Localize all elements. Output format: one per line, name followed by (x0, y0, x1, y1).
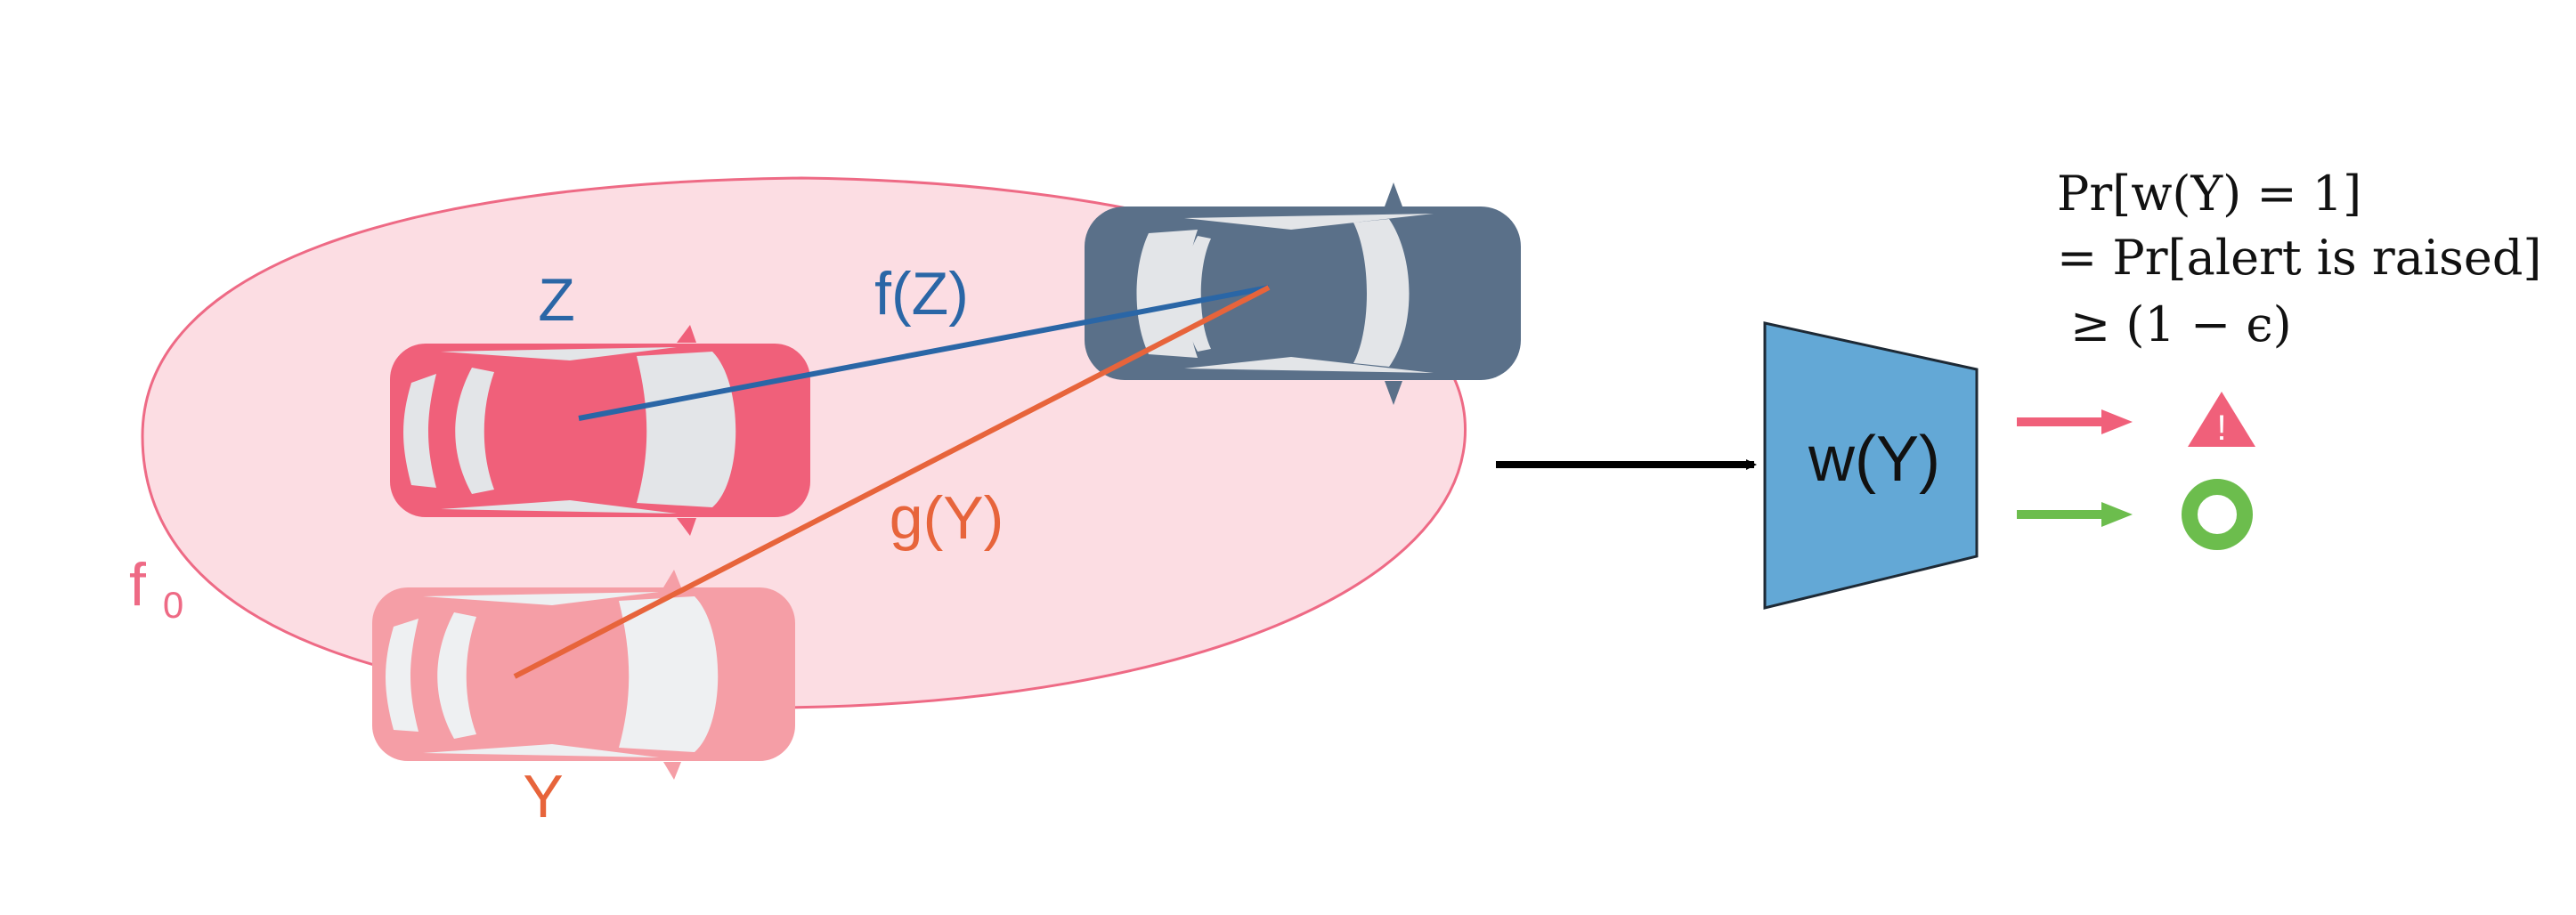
label-f0: f 0 (129, 551, 183, 626)
formula-line-2: = Pr[alert is raised] (2057, 230, 2541, 286)
f-line (578, 285, 1270, 421)
car-target (1085, 182, 1521, 405)
formula-line-1: Pr[w(Y) = 1] (2057, 166, 2361, 222)
g-line (513, 285, 1271, 679)
label-y: Y (523, 763, 563, 830)
label-f0-sub: 0 (163, 584, 183, 626)
label-f0-main: f (129, 551, 146, 619)
label-wy: w(Y) (1808, 424, 1940, 495)
alert-arrow (2017, 409, 2133, 434)
label-z: Z (538, 266, 575, 334)
circle-ok-icon (2182, 479, 2253, 550)
label-gy: g(Y) (890, 484, 1004, 552)
formula-line-3: ≥ (1 − ϵ) (2070, 296, 2292, 352)
monitor-block (1763, 321, 1979, 610)
label-fz: f(Z) (874, 260, 969, 328)
warning-triangle-icon: ! (2188, 392, 2255, 448)
car-y (372, 570, 795, 780)
car-z (390, 325, 810, 536)
warning-mark: ! (2216, 409, 2226, 448)
ok-arrow (2017, 502, 2133, 527)
